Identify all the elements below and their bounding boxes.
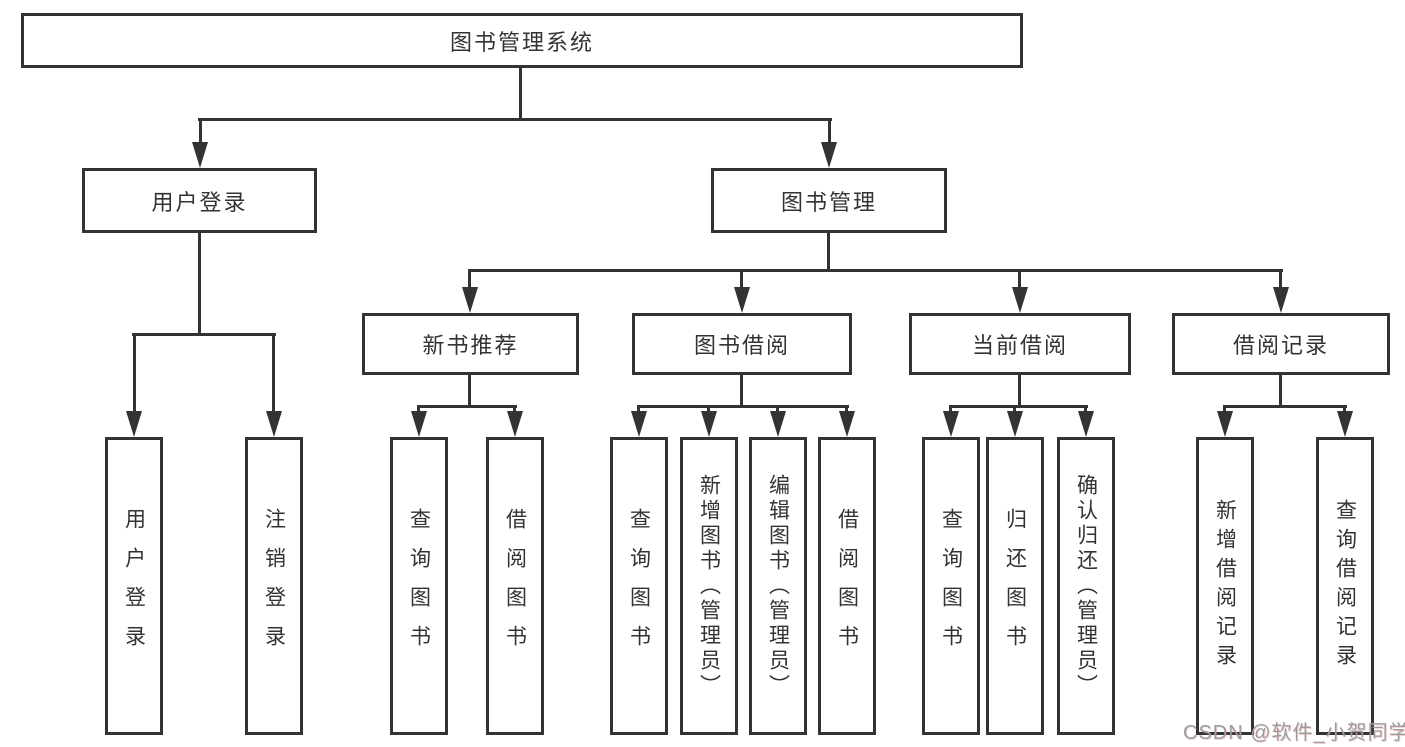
leaf-label: 借阅图书 (835, 508, 859, 664)
connector-line (133, 333, 136, 415)
arrowhead-down-icon (1217, 411, 1233, 437)
leaf-label: 查询图书 (627, 508, 651, 664)
leaf-label: 查询图书 (407, 508, 431, 664)
arrowhead-down-icon (821, 142, 837, 168)
node-label: 图书管理 (780, 189, 877, 215)
arrowhead-down-icon (126, 411, 142, 437)
arrowhead-down-icon (192, 142, 208, 168)
leaf-label: 查询图书 (939, 508, 963, 664)
leaf-user-login: 用户登录 (105, 437, 163, 735)
node-label: 用户登录 (151, 189, 248, 215)
connector-line (1279, 375, 1282, 408)
leaf-label: 用户登录 (122, 508, 146, 664)
connector-line (1018, 375, 1021, 408)
arrowhead-down-icon (507, 411, 523, 437)
connector-line (740, 269, 743, 291)
arrowhead-down-icon (1012, 287, 1028, 313)
node-library-system: 图书管理系统 (21, 13, 1023, 68)
leaf-label: 注销登录 (262, 508, 286, 664)
connector-line (468, 269, 1283, 272)
arrowhead-down-icon (770, 411, 786, 437)
arrowhead-down-icon (1273, 287, 1289, 313)
connector-line (828, 118, 831, 146)
connector-line (776, 405, 779, 415)
connector-line (272, 333, 275, 415)
connector-line (637, 405, 640, 415)
connector-line (1018, 269, 1021, 291)
connector-line (1343, 405, 1346, 415)
leaf-label: 确认归还（管理员） (1074, 473, 1098, 699)
leaf-return-books: 归还图书 (986, 437, 1044, 735)
connector-line (198, 233, 201, 336)
connector-line (637, 405, 849, 408)
connector-line (1084, 405, 1087, 415)
leaf-borrow-books-recommend: 借阅图书 (486, 437, 544, 735)
node-label: 当前借阅 (971, 333, 1068, 358)
connector-line (132, 333, 276, 336)
arrowhead-down-icon (1007, 411, 1023, 437)
leaf-query-books-borrowing: 查询图书 (610, 437, 668, 735)
leaf-confirm-return-admin: 确认归还（管理员） (1057, 437, 1115, 735)
node-new-book-recommendation: 新书推荐 (362, 313, 579, 375)
connector-line (513, 405, 516, 415)
connector-line (1223, 405, 1226, 415)
connector-line (198, 118, 832, 121)
connector-line (740, 375, 743, 408)
arrowhead-down-icon (1337, 411, 1353, 437)
connector-line (1279, 269, 1282, 291)
arrowhead-down-icon (734, 287, 750, 313)
leaf-label: 借阅图书 (503, 508, 527, 664)
leaf-label: 归还图书 (1003, 508, 1027, 664)
node-label: 借阅记录 (1232, 333, 1329, 358)
leaf-add-borrow-record: 新增借阅记录 (1196, 437, 1254, 735)
connector-line (417, 405, 420, 415)
connector-line (417, 405, 517, 408)
connector-line (1013, 405, 1016, 415)
arrowhead-down-icon (411, 411, 427, 437)
node-label: 图书管理系统 (449, 29, 594, 55)
leaf-edit-books-admin: 编辑图书（管理员） (749, 437, 807, 735)
leaf-query-books-current: 查询图书 (922, 437, 980, 735)
connector-line (707, 405, 710, 415)
leaf-label: 新增图书（管理员） (697, 473, 721, 699)
node-book-borrowing: 图书借阅 (632, 313, 852, 375)
leaf-logout: 注销登录 (245, 437, 303, 735)
leaf-add-books-admin: 新增图书（管理员） (680, 437, 738, 735)
leaf-query-borrow-record: 查询借阅记录 (1316, 437, 1374, 735)
leaf-label: 编辑图书（管理员） (766, 473, 790, 699)
connector-line (845, 405, 848, 415)
leaf-label: 新增借阅记录 (1213, 499, 1237, 673)
connector-line (949, 405, 1088, 408)
arrowhead-down-icon (1078, 411, 1094, 437)
leaf-query-books-recommend: 查询图书 (390, 437, 448, 735)
connector-line (519, 68, 522, 120)
node-label: 图书借阅 (693, 333, 790, 358)
arrowhead-down-icon (839, 411, 855, 437)
arrowhead-down-icon (943, 411, 959, 437)
node-book-management: 图书管理 (711, 168, 947, 233)
arrowhead-down-icon (701, 411, 717, 437)
connector-line (827, 233, 830, 271)
arrowhead-down-icon (462, 287, 478, 313)
node-borrowing-records: 借阅记录 (1172, 313, 1390, 375)
csdn-watermark: CSDN @软件_小贺同学 (1183, 722, 1405, 744)
arrowhead-down-icon (266, 411, 282, 437)
connector-line (468, 269, 471, 291)
leaf-borrow-books-borrowing: 借阅图书 (818, 437, 876, 735)
node-current-borrowing: 当前借阅 (909, 313, 1131, 375)
connector-line (949, 405, 952, 415)
leaf-label: 查询借阅记录 (1333, 499, 1357, 673)
arrowhead-down-icon (631, 411, 647, 437)
node-label: 新书推荐 (422, 333, 519, 358)
connector-line (468, 375, 471, 408)
connector-line (199, 118, 202, 146)
node-user-login: 用户登录 (82, 168, 317, 233)
connector-line (1223, 405, 1347, 408)
